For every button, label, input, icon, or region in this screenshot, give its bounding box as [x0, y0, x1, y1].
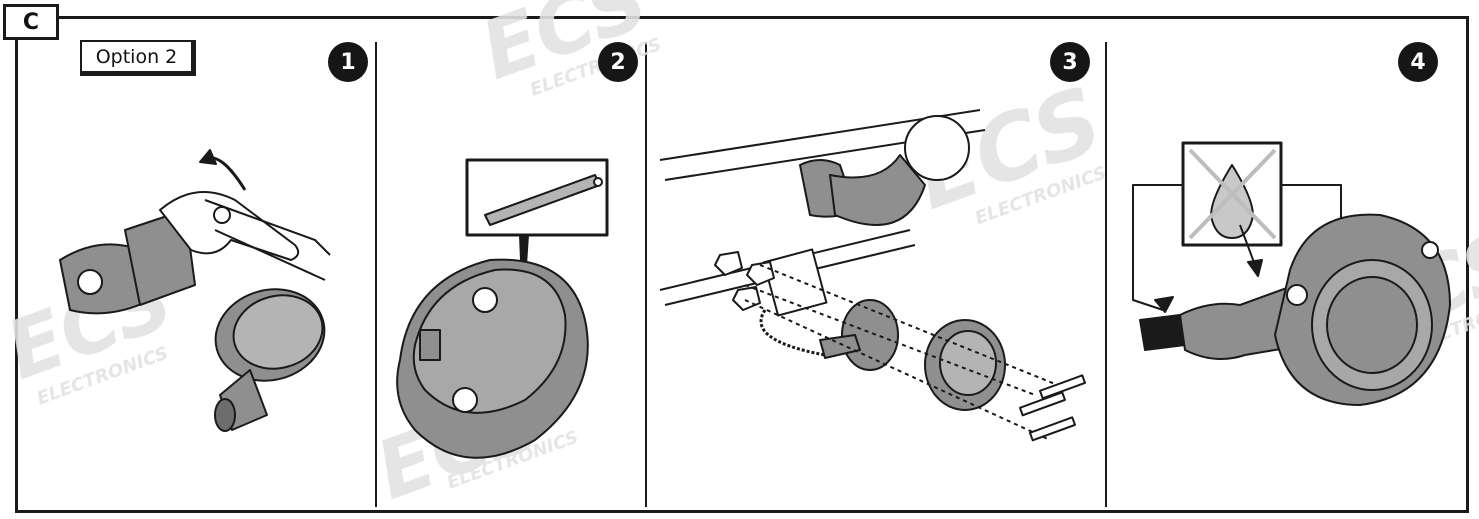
step-number: 4	[1398, 42, 1438, 82]
panel1-illustration	[60, 150, 335, 431]
step-number: 2	[598, 42, 638, 82]
panel4-illustration	[1133, 143, 1450, 405]
step-number: 3	[1050, 42, 1090, 82]
panel2-illustration	[397, 160, 607, 458]
step-number: 1	[328, 42, 368, 82]
section-label: C	[3, 4, 59, 40]
option-label: Option 2	[80, 40, 196, 76]
